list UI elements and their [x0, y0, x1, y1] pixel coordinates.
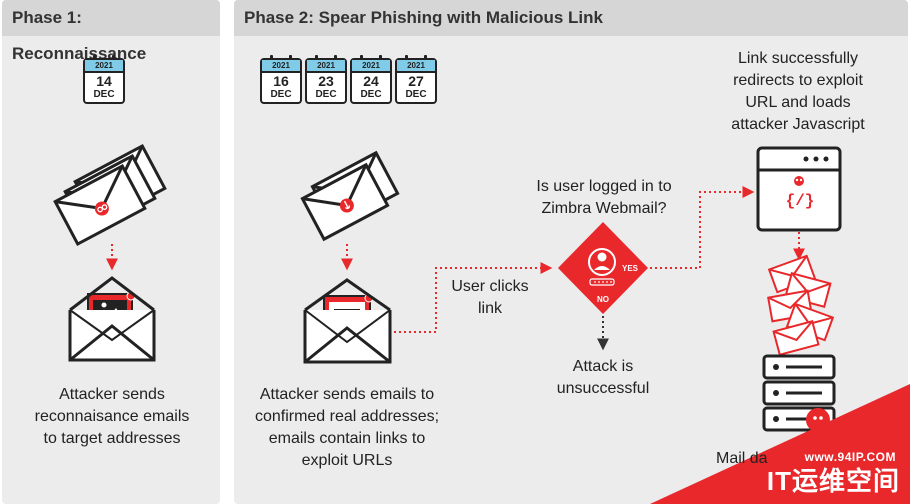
watermark-brand: IT运维空间 — [766, 466, 900, 496]
redirect-caption: Link successfully redirects to exploit U… — [731, 50, 865, 133]
envelope-stack-icon-2 — [300, 150, 400, 242]
watermark-url: www.94IP.COM — [804, 450, 896, 464]
mail-server-icon — [762, 354, 836, 432]
code-symbol: {/} — [785, 192, 815, 210]
login-question: Is user logged in to Zimbra Webmail? — [536, 178, 672, 217]
mail-caption: Mail da — [716, 450, 768, 467]
envelope-stack-icon — [53, 143, 167, 247]
phase2-title: Phase 2: Spear Phishing with Malicious L… — [234, 0, 908, 36]
open-envelope-image-icon — [68, 276, 156, 362]
browser-window-icon — [756, 146, 842, 232]
decision-diamond — [558, 222, 648, 314]
phase2-caption: Attacker sends emails to confirmed real … — [254, 386, 440, 469]
red-envelope-pile-icon — [767, 254, 835, 356]
calendar-dec-23: 2021 23 DEC — [305, 55, 347, 104]
no-label: NO — [597, 295, 609, 304]
calendar-dec-24: 2021 24 DEC — [350, 55, 392, 104]
attack-unsuccessful-label: Attack is unsuccessful — [556, 358, 650, 397]
user-clicks-label: User clicks link — [451, 278, 529, 317]
phase1-caption: Attacker sends reconnaisance emails to t… — [34, 386, 190, 447]
open-envelope-letter-icon — [303, 278, 392, 364]
calendar-dec-27: 2021 27 DEC — [395, 55, 437, 104]
yes-label: YES — [622, 264, 639, 273]
watermark-triangle — [650, 384, 910, 504]
calendar-dec-14: 2021 14 DEC — [83, 55, 125, 104]
calendar-dec-16: 2021 16 DEC — [260, 55, 302, 104]
phase1-title: Phase 1: Reconnaissance — [2, 0, 220, 63]
